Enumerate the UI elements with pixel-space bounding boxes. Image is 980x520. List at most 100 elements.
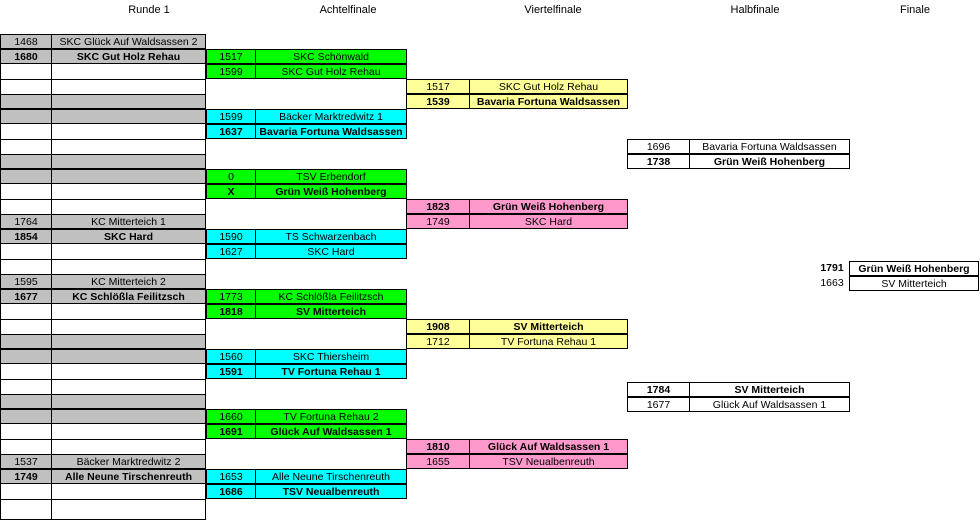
halbfinale-score: 1696 [627,139,690,154]
achtelfinale-team: Bäcker Marktredwitz 1 [255,109,407,124]
achtelfinale-team: SKC Thiersheim [255,349,407,364]
halbfinale-team: Bavaria Fortuna Waldsassen [689,139,850,154]
achtelfinale-score: X [206,184,256,199]
achtelfinale-team: Bavaria Fortuna Waldsassen [255,124,407,139]
runde1-score: 1468 [0,34,52,49]
viertelfinale-score: 1539 [406,94,470,109]
finale-score: 1791 [814,261,850,276]
viertelfinale-score: 1823 [406,199,470,214]
achtelfinale-score: 1660 [206,409,256,424]
achtelfinale-team: TSV Neualbenreuth [255,484,407,499]
finale-score: 1663 [814,276,850,291]
runde1-row-separator [0,439,206,440]
runde1-team: Alle Neune Tirschenreuth [51,469,206,484]
runde1-score: 1764 [0,214,52,229]
achtelfinale-score: 1653 [206,469,256,484]
runde1-score: 1595 [0,274,52,289]
achtelfinale-team: TV Fortuna Rehau 2 [255,409,407,424]
runde1-team [51,169,206,184]
achtelfinale-team: Grün Weiß Hohenberg [255,184,407,199]
runde1-row-separator [0,259,206,260]
viertelfinale-team: SV Mitterteich [469,319,628,334]
viertelfinale-team: Grün Weiß Hohenberg [469,199,628,214]
runde1-row-separator [0,199,206,200]
achtelfinale-score: 1591 [206,364,256,379]
achtelfinale-team: TS Schwarzenbach [255,229,407,244]
achtelfinale-score: 1637 [206,124,256,139]
runde1-score [0,94,52,109]
viertelfinale-team: Glück Auf Waldsassen 1 [469,439,628,454]
achtelfinale-team: SV Mitterteich [255,304,407,319]
achtelfinale-team: Glück Auf Waldsassen 1 [255,424,407,439]
runde1-team [51,109,206,124]
finale-team: SV Mitterteich [849,276,979,291]
runde1-team: KC Mitterteich 2 [51,274,206,289]
achtelfinale-score: 1517 [206,49,256,64]
runde1-team: SKC Hard [51,229,206,244]
runde1-score [0,349,52,364]
runde1-row-separator [0,79,206,80]
viertelfinale-team: TSV Neualbenreuth [469,454,628,469]
runde1-row-separator [0,319,206,320]
achtelfinale-team: Alle Neune Tirschenreuth [255,469,407,484]
header-runde1: Runde 1 [128,4,170,16]
runde1-score [0,154,52,169]
runde1-team [51,154,206,169]
runde1-team [51,394,206,409]
runde1-score [0,334,52,349]
achtelfinale-score: 1599 [206,109,256,124]
achtelfinale-team: TV Fortuna Rehau 1 [255,364,407,379]
runde1-team: SKC Gut Holz Rehau [51,49,206,64]
runde1-team: KC Mitterteich 1 [51,214,206,229]
runde1-row-separator [0,379,206,380]
viertelfinale-team: SKC Gut Holz Rehau [469,79,628,94]
runde1-team [51,334,206,349]
achtelfinale-team: SKC Gut Holz Rehau [255,64,407,79]
achtelfinale-score: 1691 [206,424,256,439]
runde1-score: 1749 [0,469,52,484]
runde1-row-separator [0,139,206,140]
runde1-score [0,109,52,124]
achtelfinale-team: TSV Erbendorf [255,169,407,184]
halbfinale-score: 1677 [627,397,690,412]
achtelfinale-score: 1627 [206,244,256,259]
viertelfinale-score: 1655 [406,454,470,469]
header-halbfinale: Halbfinale [730,4,780,16]
header-viertelfinale: Viertelfinale [524,4,582,16]
runde1-score [0,169,52,184]
runde1-score: 1854 [0,229,52,244]
achtelfinale-team: SKC Hard [255,244,407,259]
achtelfinale-team: SKC Schönwald [255,49,407,64]
runde1-score: 1677 [0,289,52,304]
achtelfinale-score: 1818 [206,304,256,319]
halbfinale-score: 1738 [627,154,690,169]
runde1-team: KC Schlößla Feilitzsch [51,289,206,304]
halbfinale-team: Glück Auf Waldsassen 1 [689,397,850,412]
runde1-team [51,94,206,109]
runde1-team: Bäcker Marktredwitz 2 [51,454,206,469]
achtelfinale-score: 0 [206,169,256,184]
viertelfinale-score: 1517 [406,79,470,94]
runde1-score: 1680 [0,49,52,64]
achtelfinale-team: KC Schlößla Feilitzsch [255,289,407,304]
viertelfinale-score: 1712 [406,334,470,349]
header-achtelfinale: Achtelfinale [319,4,377,16]
halbfinale-score: 1784 [627,382,690,397]
halbfinale-team: SV Mitterteich [689,382,850,397]
runde1-team: SKC Glück Auf Waldsassen 2 [51,34,206,49]
halbfinale-team: Grün Weiß Hohenberg [689,154,850,169]
viertelfinale-score: 1810 [406,439,470,454]
runde1-score: 1537 [0,454,52,469]
viertelfinale-team: Bavaria Fortuna Waldsassen [469,94,628,109]
runde1-team [51,409,206,424]
achtelfinale-score: 1590 [206,229,256,244]
achtelfinale-score: 1560 [206,349,256,364]
runde1-team [51,349,206,364]
viertelfinale-team: SKC Hard [469,214,628,229]
runde1-row-separator [0,499,206,500]
achtelfinale-score: 1773 [206,289,256,304]
finale-team: Grün Weiß Hohenberg [849,261,979,276]
achtelfinale-score: 1599 [206,64,256,79]
runde1-column-divider [51,34,52,520]
viertelfinale-score: 1908 [406,319,470,334]
